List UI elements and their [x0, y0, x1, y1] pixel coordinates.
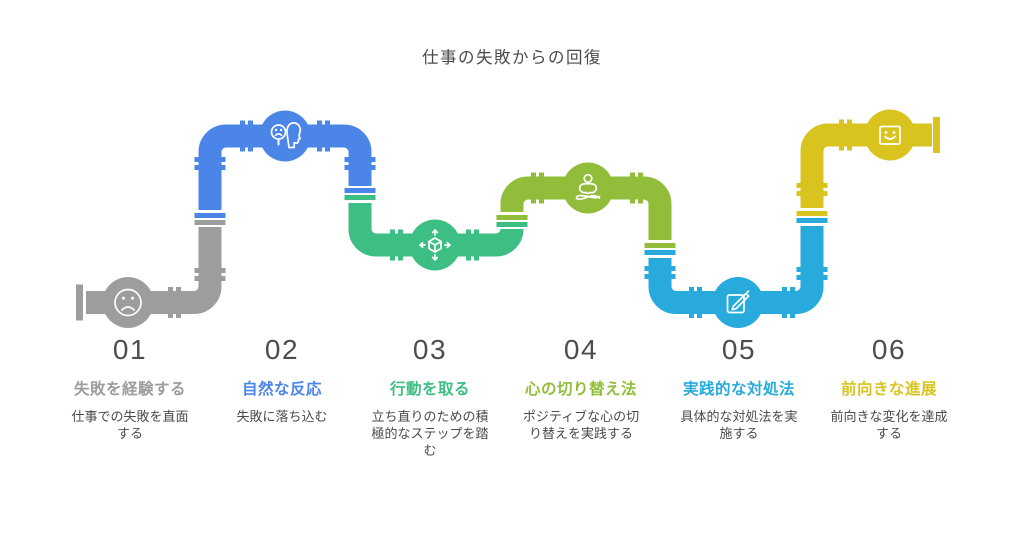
node-circle	[864, 109, 916, 161]
sad-face-icon	[114, 288, 142, 317]
page-title: 仕事の失敗からの回復	[422, 49, 602, 67]
pipe-ring	[325, 120, 330, 152]
pipe-ring	[644, 266, 676, 271]
step-number: 02	[264, 334, 300, 365]
pipe-start-flange	[76, 284, 83, 321]
pipe-ring	[644, 274, 676, 279]
pipe-ring	[194, 268, 226, 273]
pipe-ring	[644, 243, 676, 248]
pipe-ring	[790, 287, 795, 318]
step-number: 05	[721, 334, 757, 365]
pipe-ring	[194, 157, 226, 162]
pipe-ring	[168, 287, 173, 318]
step-column-4: 04 心の切り替え法 ポジティブな心の切り替えを実践する	[506, 334, 656, 442]
step-number: 03	[412, 334, 448, 365]
pipe-ring	[697, 287, 702, 318]
step-node-4	[562, 162, 614, 214]
node-circle	[562, 162, 614, 214]
step-heading: 自然な反応	[241, 381, 322, 398]
step-heading: 実践的な対処法	[682, 381, 795, 398]
smiley-square-icon	[879, 125, 901, 145]
node-circle	[102, 277, 154, 328]
step-description: 仕事での失敗を直面する	[71, 409, 189, 442]
pipe-end-flange	[933, 117, 940, 153]
pipe-ring	[317, 120, 322, 152]
step-heading: 行動を取る	[389, 381, 470, 398]
pipe-ring	[782, 287, 787, 318]
pipe-ring	[638, 172, 643, 204]
pipe-ring	[689, 287, 694, 318]
step-column-5: 05 実践的な対処法 具体的な対処法を実施する	[664, 334, 814, 442]
step-number: 01	[112, 334, 148, 365]
step-node-1	[102, 277, 154, 328]
step-number: 06	[871, 334, 907, 365]
pipe-ring	[796, 191, 828, 196]
step-number: 04	[563, 334, 599, 365]
pipe-ring	[194, 213, 226, 218]
step-description: 具体的な対処法を実施する	[680, 409, 798, 442]
pipe-ring	[847, 119, 852, 151]
pipe-segment-1	[86, 227, 222, 314]
step-heading: 前向きな進展	[840, 381, 937, 398]
pipe-ring	[796, 218, 828, 223]
step-description: ポジティブな心の切り替えを実践する	[522, 409, 640, 442]
pipe-ring	[248, 120, 253, 152]
step-column-2: 02 自然な反応 失敗に落ち込む	[207, 334, 357, 425]
cube-arrows-icon	[419, 229, 451, 261]
meditation-icon	[575, 173, 601, 200]
pipe-ring	[194, 165, 226, 170]
pipe-ring	[796, 275, 828, 280]
step-node-6	[864, 109, 916, 161]
pipe-ring	[176, 287, 181, 318]
step-description: 立ち直りのための積極的なステップを踏む	[371, 409, 489, 459]
pipe-ring	[390, 229, 395, 261]
pipe-ring	[194, 220, 226, 225]
pipe-ring	[344, 165, 376, 170]
step-description: 前向きな変化を達成する	[830, 409, 948, 442]
step-column-3: 03 行動を取る 立ち直りのための積極的なステップを踏む	[355, 334, 505, 459]
step-node-3	[409, 219, 461, 271]
pipe-ring	[194, 276, 226, 281]
pipe-ring	[398, 229, 403, 261]
pipe-rings-horizontal	[168, 119, 852, 318]
magnifier-sad-face-head-icon	[270, 122, 302, 149]
pipe-ring	[644, 250, 676, 255]
pipe-ring	[474, 229, 479, 261]
step-node-5	[712, 277, 764, 328]
pipe-ring	[796, 183, 828, 188]
step-node-2	[259, 110, 311, 162]
pipe-ring	[839, 119, 844, 151]
pipe-ring	[796, 267, 828, 272]
pipe-ring	[344, 195, 376, 200]
pipe-ring	[539, 172, 544, 204]
pipe-ring	[466, 229, 471, 261]
step-heading: 心の切り替え法	[524, 381, 637, 398]
step-description: 失敗に落ち込む	[236, 409, 328, 424]
pipe-ring	[496, 215, 528, 220]
pipe-ring	[796, 211, 828, 216]
pipe-segment-6	[800, 123, 932, 208]
pipe-ring	[630, 172, 635, 204]
pipe-segment-3	[348, 203, 524, 257]
pen-note-icon	[726, 290, 750, 314]
pipe-ring	[344, 157, 376, 162]
step-heading: 失敗を経験する	[73, 381, 186, 398]
pipe-ring	[531, 172, 536, 204]
pipe-ring	[240, 120, 245, 152]
step-column-1: 01 失敗を経験する 仕事での失敗を直面する	[55, 334, 205, 442]
pipe-ring	[496, 222, 528, 227]
pipe-ring	[344, 188, 376, 193]
step-column-6: 06 前向きな進展 前向きな変化を達成する	[814, 334, 964, 442]
pipe-rings-vertical	[194, 157, 828, 281]
